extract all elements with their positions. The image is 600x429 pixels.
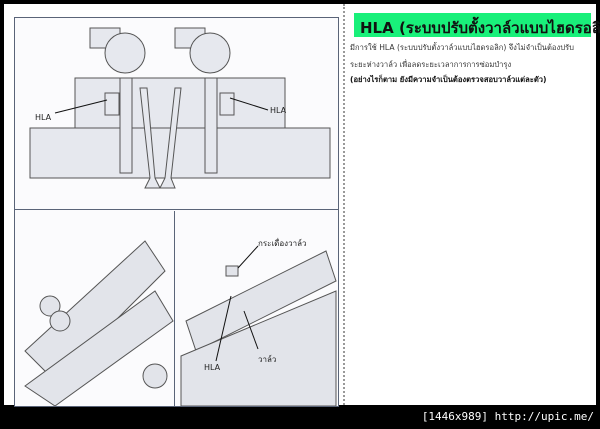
valve-label: วาล์ว [258, 355, 277, 364]
body-line-1: มีการใช้ HLA (ระบบปรับตั้งวาล์วแบบไฮดรอล… [350, 43, 574, 52]
rocker-arm-label: กระเดื่องวาล์ว [258, 239, 307, 248]
cross-section-drawing [29, 27, 331, 189]
valve-train-drawing: กระเดื่องวาล์ว HLA วาล์ว [176, 211, 338, 406]
hla-label-bottom: HLA [204, 363, 221, 372]
divider [343, 4, 345, 405]
camshaft-drawing [24, 240, 174, 406]
image-host-watermark: [1446x989] http://upic.me/ [421, 410, 594, 423]
engine-illustration-panel: HLA HLA [14, 17, 339, 407]
valve-train-sketch [180, 245, 337, 406]
camshaft-assembly-drawing [15, 211, 175, 406]
hla-label-right: HLA [270, 106, 287, 115]
heading: HLA (ระบบปรับตั้งวาล์วแบบไฮดรอลิก) [354, 13, 600, 37]
page: HLA HLA [4, 4, 600, 407]
cylinder-head-cross-section: HLA HLA [15, 18, 338, 210]
body-note: (อย่างไรก็ตาม ยังมีความจำเป็นต้องตรวจสอบ… [350, 75, 547, 84]
body-line-2: ระยะห่างวาล์ว เพื่อลดระยะเวลาการการซ่อมบ… [350, 60, 512, 69]
hla-label-left: HLA [35, 113, 52, 122]
